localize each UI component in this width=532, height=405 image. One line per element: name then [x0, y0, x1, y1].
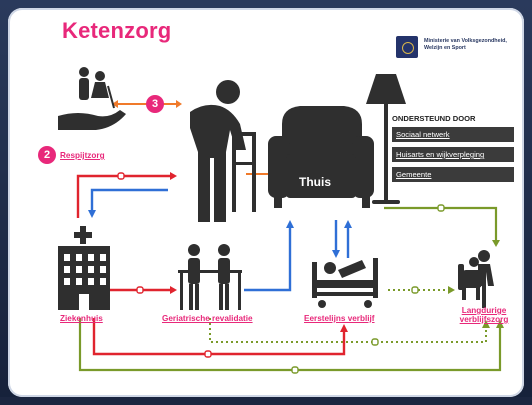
step-3-badge: 3	[146, 95, 164, 113]
langdurige-line-1: Langdurige	[461, 306, 507, 315]
hospital-icon	[58, 226, 110, 310]
support-item-label: Sociaal netwerk	[396, 130, 450, 139]
flow-red-ziekenhuis-to-eerstelijns	[92, 318, 346, 356]
flow-marker	[371, 338, 379, 346]
arrowhead	[88, 210, 96, 218]
armchair-icon	[268, 106, 374, 208]
arrowhead	[286, 220, 294, 228]
flow-marker	[411, 286, 419, 294]
arrowhead	[448, 286, 455, 294]
flow-blue-revalidatie-to-thuis	[244, 228, 292, 292]
support-item-label: Huisarts en wijkverpleging	[396, 150, 485, 159]
flow-marker	[291, 366, 299, 374]
langdurige-verblijfszorg-label[interactable]: Langdurige verblijfszorg	[456, 306, 512, 324]
arrowhead	[170, 172, 177, 180]
ministry-name: Ministerie van Volksgezondheid, Welzijn …	[424, 38, 522, 52]
arrowhead	[170, 286, 177, 294]
flow-red-ziekenhuis-to-elderly	[76, 174, 170, 218]
flow-green-ziekenhuis-to-langdurig	[78, 318, 502, 372]
respijtzorg-label[interactable]: Respijtzorg	[60, 151, 105, 160]
step-2-badge: 2	[38, 146, 56, 164]
arrowhead	[176, 100, 182, 108]
screen-bottom-bar	[0, 397, 532, 405]
page-title: Ketenzorg	[62, 18, 172, 43]
long-term-care-icon	[458, 250, 494, 308]
support-heading: ONDERSTEUND DOOR	[392, 114, 476, 123]
arrowhead	[492, 240, 500, 247]
flow-marker	[437, 204, 445, 212]
elderly-walker-icon	[190, 80, 256, 222]
arrowhead	[332, 250, 340, 258]
floor-lamp-icon	[366, 74, 406, 204]
arrowhead	[496, 320, 504, 328]
arrowhead	[340, 324, 348, 332]
arrowhead	[112, 100, 118, 108]
flow-marker	[117, 172, 125, 180]
flow-green-thuis-to-langdurig	[384, 206, 498, 240]
hospital-bed-icon	[312, 258, 378, 308]
flow-marker	[204, 350, 212, 358]
flow-marker	[136, 286, 144, 294]
ministry-line-2: Welzijn en Sport	[424, 45, 466, 51]
langdurige-line-2: verblijfszorg	[459, 315, 509, 324]
support-item-gemeente[interactable]: Gemeente	[392, 167, 514, 182]
rehabilitation-icon	[178, 244, 242, 310]
support-item-sociaal-netwerk[interactable]: Sociaal netwerk	[392, 127, 514, 142]
thuis-label: Thuis	[299, 175, 331, 189]
flow-blue-elderly-to-ziekenhuis	[90, 188, 168, 212]
respijtzorg-icon	[58, 67, 126, 130]
support-item-huisarts[interactable]: Huisarts en wijkverpleging	[392, 147, 514, 162]
eerstelijns-verblijf-label[interactable]: Eerstelijns verblijf	[304, 314, 375, 323]
support-item-label: Gemeente	[396, 170, 432, 179]
ministry-line-1: Ministerie van Volksgezondheid,	[424, 38, 507, 44]
ministry-logo	[396, 36, 418, 58]
arrowhead	[482, 320, 490, 328]
geriatrische-revalidatie-label[interactable]: Geriatrische revalidatie	[162, 314, 253, 323]
arrowhead	[344, 220, 352, 228]
flow-green-dotted-revalidatie-to-langdurig	[209, 318, 487, 343]
ziekenhuis-label[interactable]: Ziekenhuis	[60, 314, 103, 323]
